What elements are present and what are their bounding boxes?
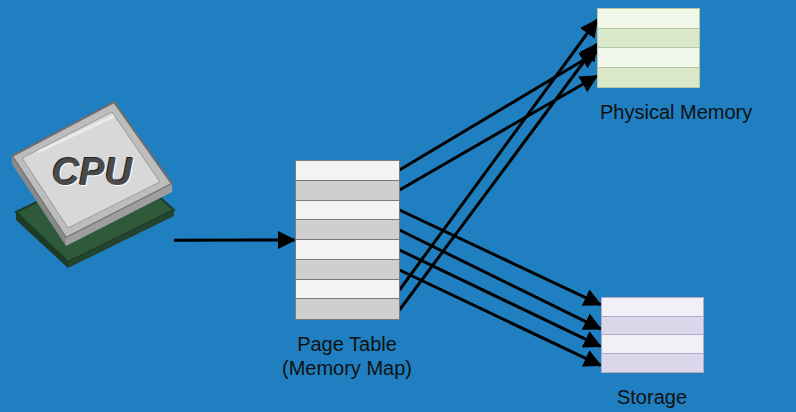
physical-memory-stack xyxy=(597,8,700,88)
node-label: Physical Memory xyxy=(597,100,793,124)
page-table-node: Page Table (Memory Map) xyxy=(272,160,422,380)
table-row xyxy=(296,181,399,201)
table-row xyxy=(296,220,399,240)
table-row xyxy=(598,9,699,29)
arrow-connector xyxy=(400,76,598,190)
arrow-connector xyxy=(400,44,598,310)
storage-node: Storage xyxy=(597,297,707,409)
arrow-connector xyxy=(400,250,601,346)
table-row xyxy=(598,68,699,88)
table-row xyxy=(602,335,703,354)
table-row xyxy=(296,299,399,319)
arrow-connector xyxy=(174,239,295,242)
arrow-connector xyxy=(400,230,601,329)
table-row xyxy=(602,317,703,336)
chip-label: CPU xyxy=(52,151,132,194)
table-row xyxy=(598,48,699,68)
table-row xyxy=(602,354,703,373)
node-label: Storage xyxy=(597,385,707,409)
physical-memory-node: Physical Memory xyxy=(597,8,793,124)
table-row xyxy=(296,260,399,280)
arrow-connector xyxy=(400,270,601,365)
table-row xyxy=(296,201,399,221)
arrow-connector xyxy=(400,20,598,290)
table-row xyxy=(602,298,703,317)
node-label: Page Table (Memory Map) xyxy=(272,332,422,380)
table-row xyxy=(296,240,399,260)
table-row xyxy=(598,29,699,49)
table-row xyxy=(296,161,399,181)
arrow-connector xyxy=(400,210,601,305)
table-row xyxy=(296,280,399,300)
storage-stack xyxy=(601,297,704,373)
cpu-chip: CPU xyxy=(8,92,176,268)
arrow-connector xyxy=(400,52,598,170)
page-table-stack xyxy=(295,160,400,320)
